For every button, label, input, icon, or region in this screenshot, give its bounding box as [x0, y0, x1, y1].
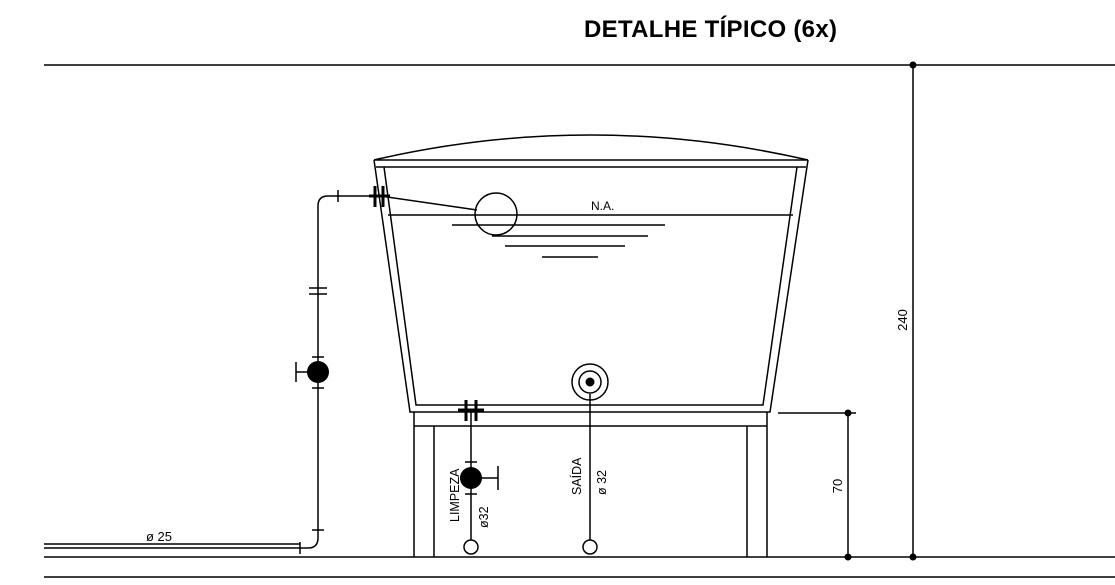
tank-outer-wall — [373, 159, 809, 413]
cleaning-drain-icon — [463, 539, 479, 555]
outlet-fitting-core — [585, 377, 595, 387]
inlet-pipe — [44, 195, 380, 549]
float-arm — [379, 195, 478, 211]
inlet-valve-icon — [307, 361, 329, 383]
dim-dot-base-top — [844, 409, 852, 417]
cleaning-label: LIMPEZA — [448, 468, 462, 522]
outlet-diameter-label: ø 32 — [595, 470, 609, 495]
drawing-title: DETALHE TÍPICO (6x) — [584, 16, 838, 43]
outlet-label: SAÍDA — [569, 457, 584, 495]
inlet-diameter-label: ø 25 — [146, 529, 172, 544]
dim-dot-top — [909, 61, 917, 69]
outlet-fitting-mid — [578, 370, 602, 394]
dim-base-label: 70 — [830, 479, 845, 493]
cleaning-diameter-label: ø32 — [477, 506, 491, 528]
dim-dot-ground-right — [909, 553, 917, 561]
float-ball-icon — [474, 192, 518, 236]
tank-lid — [373, 134, 809, 161]
outlet-drain-icon — [582, 539, 598, 555]
cleaning-valve-icon — [460, 467, 482, 489]
water-level-label: N.A. — [591, 199, 614, 213]
dim-dot-base-bottom — [844, 553, 852, 561]
dim-total-label: 240 — [895, 309, 910, 331]
